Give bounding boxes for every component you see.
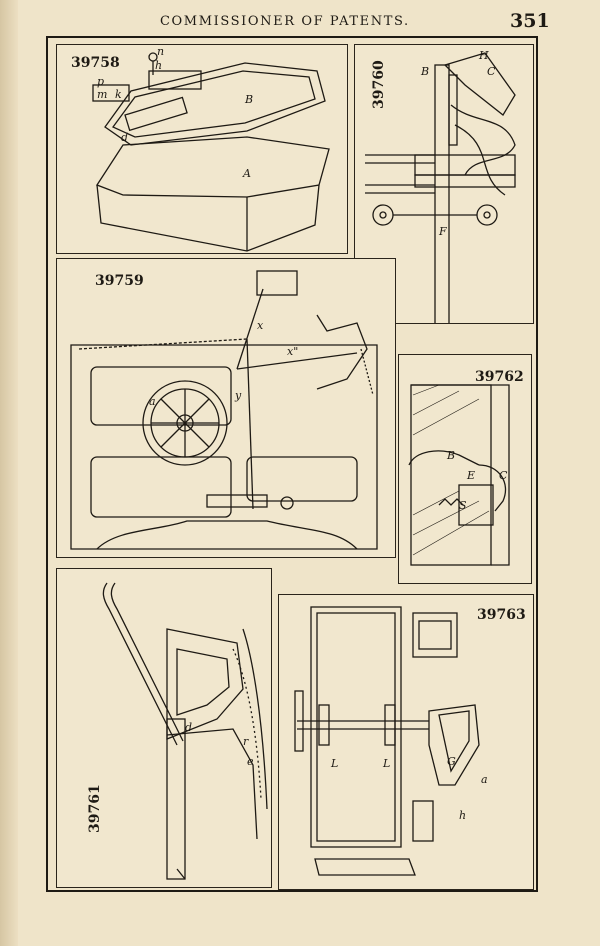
label-h: h (155, 59, 162, 72)
label-m: m (97, 88, 107, 101)
figure-39758: 39758 n h p m k B d A (56, 44, 348, 254)
figure-39759: 39759 (56, 258, 396, 558)
label-L-1: L (330, 757, 338, 770)
page-header: COMMISSIONER OF PATENTS. 351 (0, 10, 600, 34)
coffin-illustration: n h p m k B d A (92, 45, 330, 252)
label-n: n (157, 45, 164, 58)
label-d: d (121, 131, 128, 144)
label-E: E (466, 469, 475, 482)
patent-number-39759: 39759 (95, 273, 144, 289)
label-a: a (149, 395, 156, 408)
label-k: k (115, 88, 122, 101)
latch-illustration: B E C S (408, 384, 510, 566)
patent-number-39763: 39763 (477, 607, 526, 623)
plate-frame: 39758 n h p m k B d A 39 (46, 36, 538, 892)
plow-illustration: d r e (102, 582, 268, 880)
figure-39762: 39762 B E C S (398, 354, 532, 584)
label-A: A (242, 167, 251, 180)
label-a-39763: a (481, 773, 488, 786)
figure-39760: 39760 B H (354, 44, 534, 324)
label-C: C (487, 65, 496, 78)
label-e: e (247, 755, 254, 768)
label-B: B (244, 93, 253, 106)
label-G: G (447, 755, 456, 768)
label-p: p (97, 75, 104, 88)
running-title: COMMISSIONER OF PATENTS. (160, 14, 410, 29)
machine-illustration-39760: B H C F (365, 49, 516, 323)
label-y: y (234, 389, 242, 402)
sewing-machine-illustration: x x" a y (70, 270, 378, 550)
label-L-2: L (382, 757, 390, 770)
patent-number-39758: 39758 (71, 55, 120, 71)
label-h-39763: h (459, 809, 466, 822)
label-H: H (478, 49, 489, 62)
page-edge (0, 0, 18, 946)
label-r: r (243, 735, 249, 748)
label-x-double-prime: x" (287, 345, 298, 358)
hopper-machine-illustration: L L G a h (294, 606, 488, 876)
label-B-39760: B (420, 65, 429, 78)
label-C-39762: C (499, 469, 508, 482)
label-x: x (257, 319, 264, 332)
label-d-39761: d (185, 721, 192, 734)
figure-39761: 39761 d r e (56, 568, 272, 888)
figure-39763: 39763 L L G a h (278, 594, 534, 890)
label-B-39762: B (446, 449, 455, 462)
page-number: 351 (510, 10, 550, 32)
label-F: F (438, 225, 447, 238)
patent-number-39762: 39762 (475, 369, 524, 385)
label-S: S (459, 499, 467, 512)
